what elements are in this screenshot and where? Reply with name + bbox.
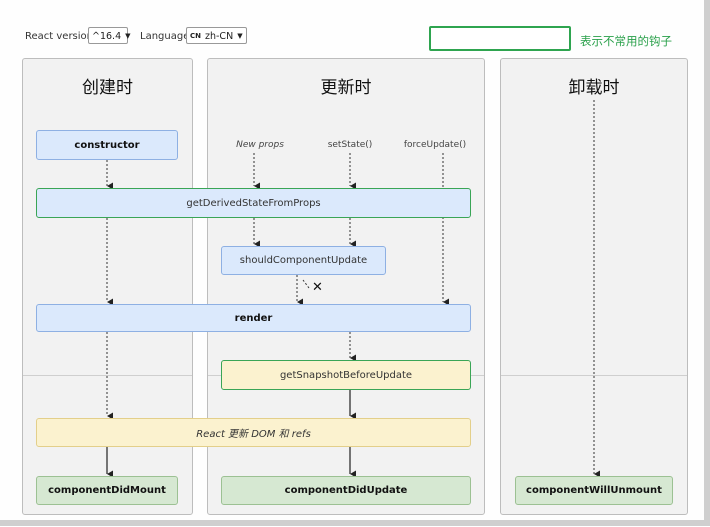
react-version-label: React version [25, 31, 94, 42]
trigger-new-props: New props [236, 140, 284, 150]
language-value: zh-CN [205, 30, 234, 42]
phase-divider [501, 375, 687, 376]
cancel-icon: ✕ [312, 280, 323, 295]
language-label: Language [140, 31, 190, 42]
render-box[interactable]: render [36, 304, 471, 332]
language-select[interactable]: CN zh-CN ▼ [186, 27, 247, 44]
component-did-mount-box[interactable]: componentDidMount [36, 476, 178, 505]
column-title-updating: 更新时 [320, 78, 372, 98]
trigger-force-update: forceUpdate() [403, 140, 467, 150]
trigger-set-state: setState() [327, 140, 373, 150]
chevron-down-icon: ▼ [125, 32, 131, 40]
component-did-update-box[interactable]: componentDidUpdate [221, 476, 471, 505]
component-will-unmount-box[interactable]: componentWillUnmount [515, 476, 673, 505]
get-snapshot-box[interactable]: getSnapshotBeforeUpdate [221, 360, 471, 390]
phase-divider [23, 375, 192, 376]
column-title-mounting: 创建时 [82, 78, 133, 98]
column-title-unmounting: 卸载时 [568, 78, 620, 98]
flag-icon: CN [190, 32, 201, 40]
chevron-down-icon: ▼ [237, 32, 243, 40]
should-component-update-box[interactable]: shouldComponentUpdate [221, 246, 386, 275]
react-version-select[interactable]: ^16.4 ▼ [88, 27, 131, 44]
get-derived-state-box[interactable]: getDerivedStateFromProps [36, 188, 471, 218]
column-unmounting [500, 58, 688, 515]
arrow-should-cancel [302, 279, 310, 289]
react-updates-dom-box: React 更新 DOM 和 refs [36, 418, 471, 447]
legend-uncommon-swatch [429, 26, 571, 51]
react-version-value: ^16.4 [92, 30, 122, 42]
legend-uncommon-text: 表示不常用的钩子 [580, 34, 672, 48]
constructor-box[interactable]: constructor [36, 130, 178, 160]
